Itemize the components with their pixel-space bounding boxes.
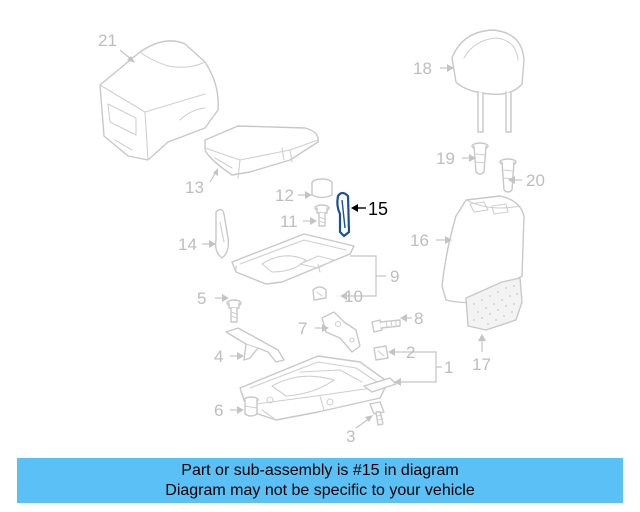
part-10-clip (312, 286, 327, 301)
part-9-base-panel (231, 233, 355, 285)
part-21-console-box (99, 40, 219, 161)
callout-3[interactable]: 3 (346, 427, 355, 446)
part-13-armrest-pad (204, 125, 319, 179)
part-5-bolt (226, 299, 242, 323)
callout-5[interactable]: 5 (197, 289, 206, 308)
callout-9[interactable]: 9 (390, 267, 399, 286)
callout-10[interactable]: 10 (344, 287, 363, 306)
part-3-bolt (369, 401, 385, 426)
banner-line-disclaimer: Diagram may not be specific to your vehi… (165, 481, 475, 499)
banner-line-part: Part or sub-assembly is #15 in diagram (181, 461, 459, 479)
part-14-strap (214, 208, 230, 259)
part-15-highlighted[interactable] (336, 191, 351, 238)
part-11-bolt (314, 204, 330, 227)
part-12-cap (311, 178, 333, 199)
callout-6[interactable]: 6 (214, 401, 223, 420)
part-4-bracket (225, 327, 285, 363)
callout-14[interactable]: 14 (178, 235, 197, 254)
callout-8[interactable]: 8 (414, 309, 423, 328)
callout-12[interactable]: 12 (275, 186, 294, 205)
panel-texture-dots (473, 285, 518, 325)
callout-20[interactable]: 20 (526, 171, 545, 190)
callout-7[interactable]: 7 (298, 319, 307, 338)
callout-18[interactable]: 18 (413, 59, 432, 78)
part-18-headrest (451, 29, 525, 133)
part-8-bolt (371, 319, 401, 333)
part-17-lower-panel (465, 277, 523, 331)
parts-diagram: 21 13 12 11 14 15 9 10 5 7 8 4 2 1 6 3 1… (98, 29, 545, 446)
callout-labels: 21 13 12 11 14 15 9 10 5 7 8 4 2 1 6 3 1… (98, 31, 545, 446)
part-19-guide (471, 142, 489, 175)
leader-lines (119, 49, 522, 429)
part-6-bolt (243, 396, 259, 417)
callout-2[interactable]: 2 (406, 343, 415, 362)
callout-17[interactable]: 17 (472, 355, 491, 374)
callout-16[interactable]: 16 (410, 231, 429, 250)
part-20-guide (499, 158, 517, 193)
callout-11[interactable]: 11 (280, 212, 298, 231)
callout-13[interactable]: 13 (185, 178, 204, 197)
info-banner: Part or sub-assembly is #15 in diagram D… (17, 458, 623, 503)
callout-4[interactable]: 4 (214, 347, 223, 366)
part-2-clip (373, 345, 389, 361)
part-7-bracket (321, 311, 361, 353)
leader-15 (351, 204, 366, 212)
callout-21[interactable]: 21 (98, 31, 117, 50)
callout-19[interactable]: 19 (436, 149, 455, 168)
callout-1[interactable]: 1 (444, 358, 453, 377)
callout-15[interactable]: 15 (368, 199, 388, 219)
